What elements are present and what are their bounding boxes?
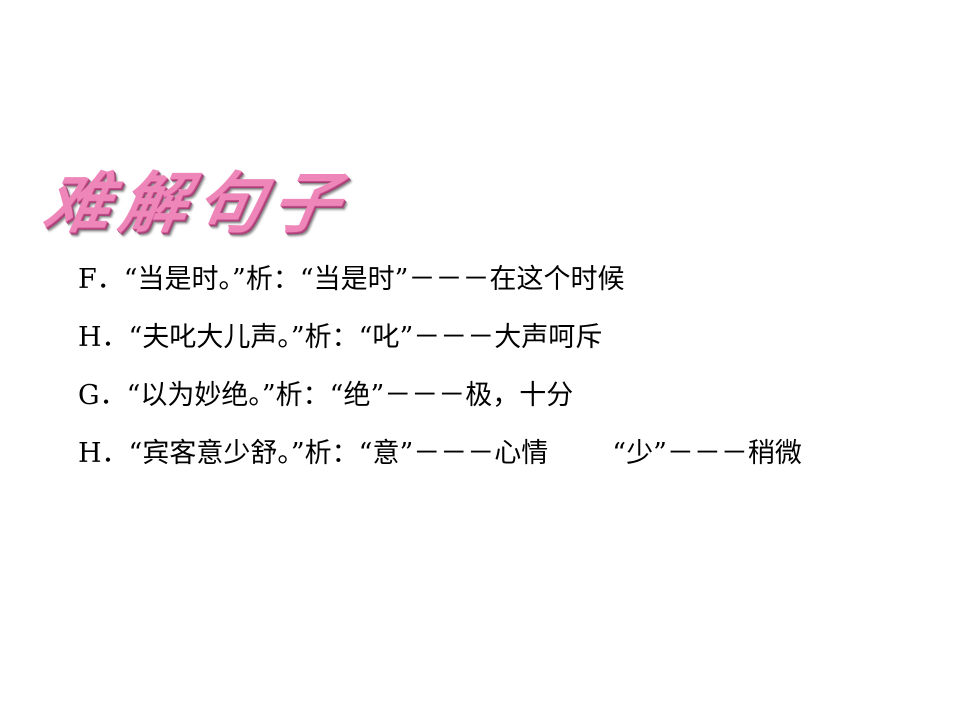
sentence-text: G．“以为妙绝。”析：“绝”－－－极，十分 (78, 380, 574, 411)
sentence-line-1: F．“当是时。”析：“当是时”－－－在这个时候 (78, 258, 928, 301)
sentence-list: F．“当是时。”析：“当是时”－－－在这个时候 H．“夫叱大儿声。”析：“叱”－… (78, 258, 928, 490)
sentence-line-4: H．“宾客意少舒。”析：“意”－－－心情 “少”－－－稍微 (78, 432, 928, 475)
sentence-line-2: H．“夫叱大儿声。”析：“叱”－－－大声呵斥 (78, 316, 928, 359)
sentence-line-3: G．“以为妙绝。”析：“绝”－－－极，十分 (78, 374, 928, 417)
sentence-extra-text: “少”－－－稍微 (612, 438, 802, 469)
sentence-text: H．“宾客意少舒。”析：“意”－－－心情 (78, 438, 549, 469)
sentence-text: F．“当是时。”析：“当是时”－－－在这个时候 (78, 264, 625, 295)
slide-title: 难解句子 (38, 164, 356, 242)
sentence-text: H．“夫叱大儿声。”析：“叱”－－－大声呵斥 (78, 322, 603, 353)
